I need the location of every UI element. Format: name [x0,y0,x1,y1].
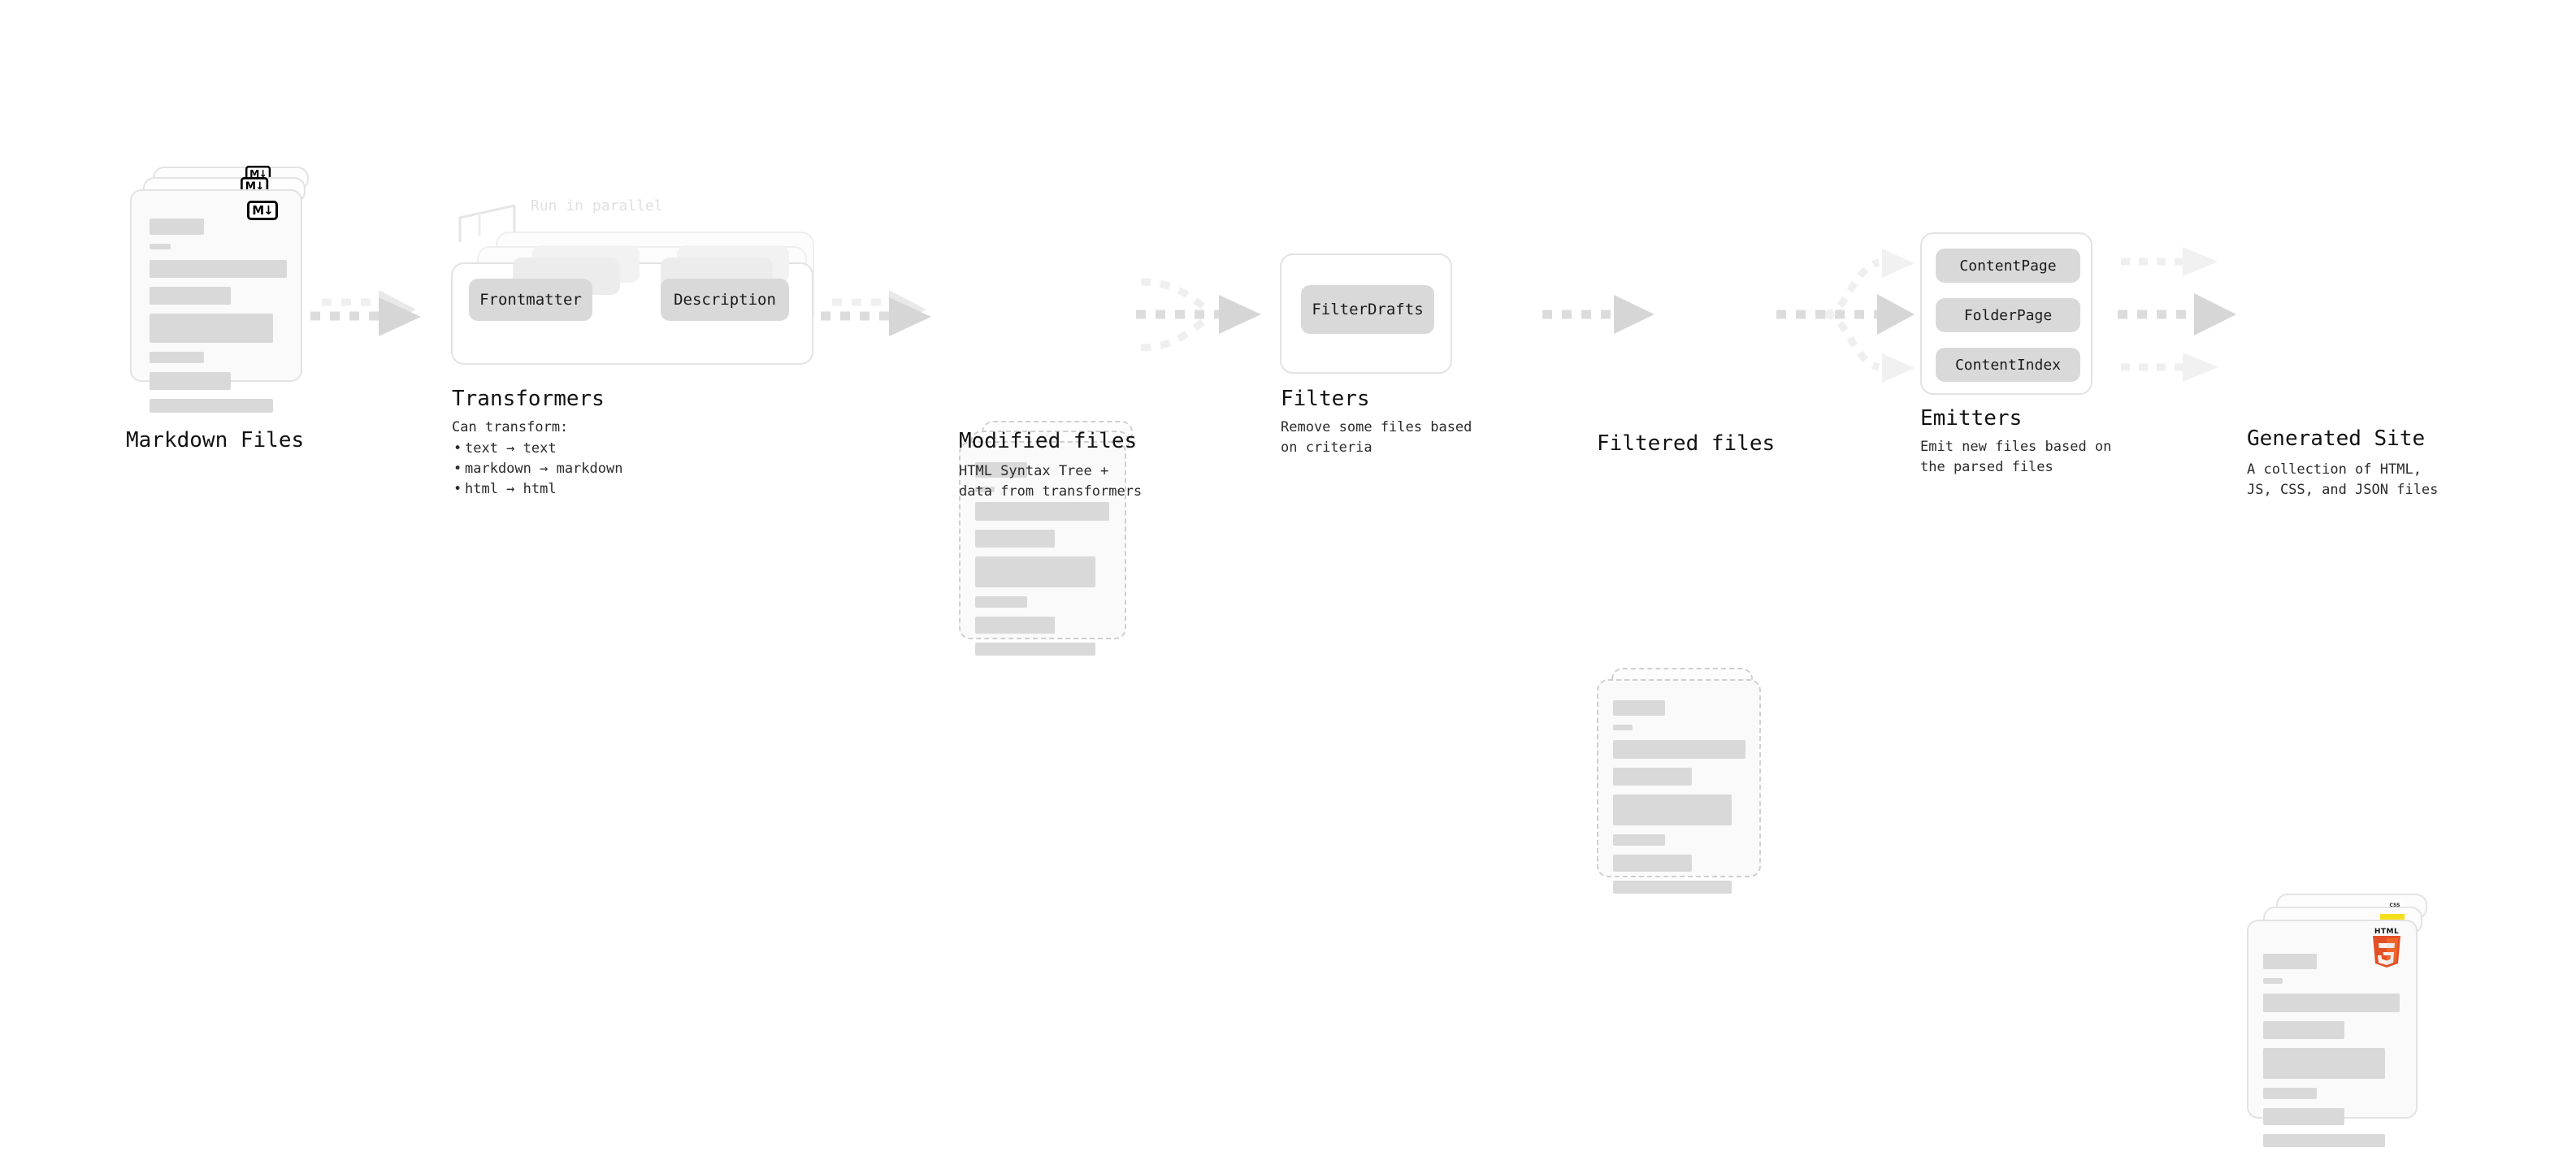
arrow-modified-to-filters [1136,278,1261,352]
filtered-files-title: Filtered files [1597,431,1776,456]
modified-card-front [959,441,1126,656]
bar [150,219,204,235]
arrow-transformers-to-modified [821,290,931,336]
bar [150,244,171,249]
markdown-badge: M↓ [247,201,278,220]
filtered-bars [1613,700,1746,903]
bar [1613,740,1746,759]
arrow-emitters-to-site [2118,247,2236,382]
bar [975,643,1095,656]
pipeline-diagram: .dl{stroke:#dcdcdc;stroke-width:11;strok… [0,0,2576,681]
bar [1613,834,1665,846]
bar [1613,855,1692,872]
bar [975,617,1055,634]
site-card-html: HTML [2247,920,2418,1147]
markdown-bars [150,219,287,422]
emitters-description: Emit new files based on the parsed files [1920,439,2112,475]
bar [975,462,1027,478]
site-bars [2263,954,2401,1156]
modified-files-stack [959,421,1146,665]
bar [1613,725,1633,730]
bullet-item: markdown → markdown [452,459,720,479]
markdown-files-title: Markdown Files [126,428,305,452]
bar [975,487,995,492]
chip-contentindex[interactable]: ContentIndex [1936,348,2080,382]
filters-description: Remove some files based on criteria [1281,419,1472,456]
transformers-bullets: text → text markdown → markdown html → h… [452,439,720,500]
arrow-filtered-to-emitters [1776,249,1915,383]
bar [2263,1048,2385,1079]
modified-files-title: Modified files [959,429,1138,453]
bar [150,352,204,363]
bar [150,287,231,305]
filtered-card-front [1597,679,1761,894]
bullet-item: html → html [452,479,720,500]
bullet-item: text → text [452,439,720,459]
bar [975,556,1095,587]
chip-filterdrafts[interactable]: FilterDrafts [1301,285,1434,334]
chip-description[interactable]: Description [661,279,789,321]
bar [2263,1021,2344,1039]
bar [2263,1108,2344,1125]
modified-bars [975,462,1110,665]
bar [1613,794,1732,825]
bar [150,314,273,343]
filters-title: Filters [1281,387,1370,411]
bar [150,372,231,390]
bar [1613,700,1665,716]
bar [150,399,273,413]
bar [1613,768,1692,786]
emitters-title: Emitters [1920,406,2023,431]
markdown-files-stack: M↓ M↓ M↓ [130,166,317,413]
bar [150,260,287,278]
chip-contentpage[interactable]: ContentPage [1936,249,2080,283]
generated-site-title: Generated Site [2247,426,2426,451]
chip-frontmatter[interactable]: Frontmatter [469,279,592,321]
transformers-description: Can transform: [452,419,569,435]
bar [975,530,1055,548]
arrow-filters-to-filtered [1542,295,1654,334]
arrow-markdown-to-transformers [310,290,421,336]
generated-site-description: A collection of HTML, JS, CSS, and JSON … [2247,461,2439,498]
filtered-files-stack [1597,668,1784,911]
generated-site-stack: CSS HTML [2247,894,2442,1147]
modified-files-description: HTML Syntax Tree + data from transformer… [959,463,1143,500]
transformers-title: Transformers [452,387,605,411]
emitters-box: ContentPage FolderPage ContentIndex [1920,232,2092,395]
bar [975,502,1109,521]
filters-box: FilterDrafts [1280,253,1452,374]
bar [2263,994,2400,1012]
bar [2263,1088,2317,1099]
bar [1613,881,1732,894]
run-in-parallel-label: Run in parallel [531,197,663,214]
bar [975,596,1027,608]
html5-badge-label: HTML [2374,928,2400,936]
markdown-card-front: M↓ [130,189,302,413]
bar [2263,978,2283,984]
bar [2263,1134,2385,1147]
chip-folderpage[interactable]: FolderPage [1936,298,2080,332]
bar [2263,954,2317,969]
transformers-group: Frontmatter Description [451,232,833,378]
